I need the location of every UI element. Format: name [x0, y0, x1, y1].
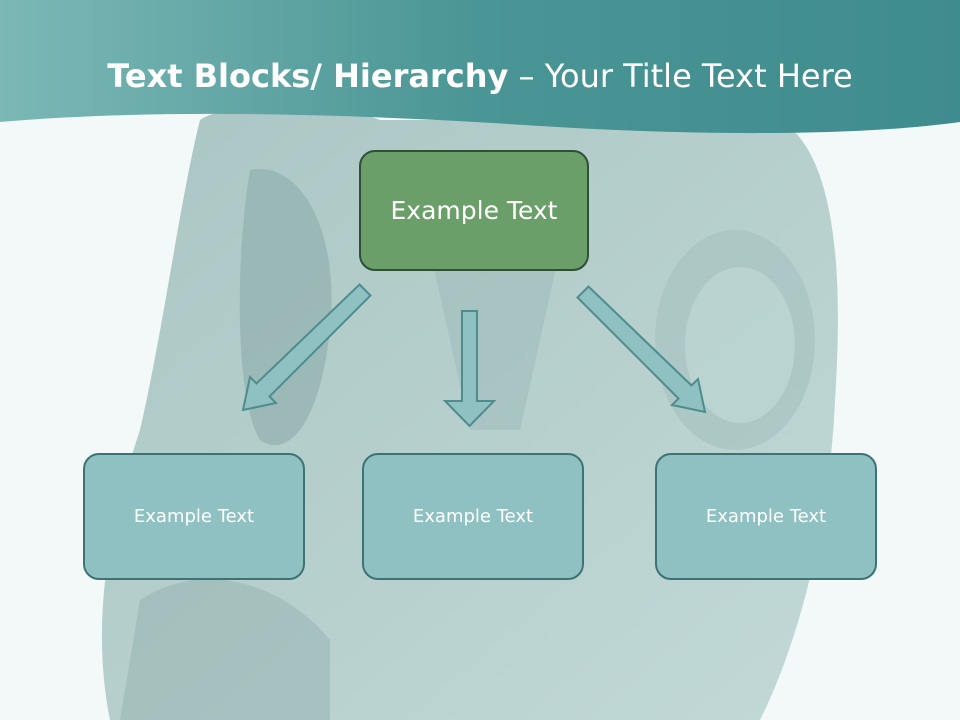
arrow-down: [442, 310, 497, 428]
top-block-text: Example Text: [390, 196, 558, 225]
arrow-right: [576, 285, 707, 414]
child-block-middle: Example Text: [362, 453, 584, 580]
slide-title-rest: Your Title Text Here: [544, 57, 853, 95]
top-block: Example Text: [359, 150, 589, 271]
arrow-left: [241, 283, 372, 412]
slide-title-bold: Text Blocks/ Hierarchy: [107, 57, 509, 95]
child-block-right-text: Example Text: [705, 506, 827, 527]
child-block-middle-text: Example Text: [412, 506, 534, 527]
slide-title-dash: –: [508, 57, 545, 95]
slide-title: Text Blocks/ Hierarchy – Your Title Text…: [0, 52, 960, 100]
child-block-left-text: Example Text: [133, 506, 255, 527]
child-block-right: Example Text: [655, 453, 877, 580]
child-block-left: Example Text: [83, 453, 305, 580]
